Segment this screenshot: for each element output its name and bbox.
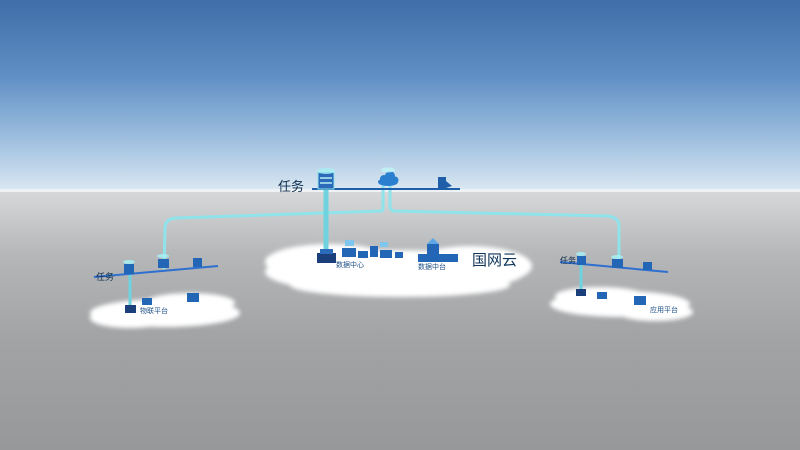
- network-links: [128, 184, 621, 310]
- right-antenna-icons: [576, 252, 623, 259]
- sky-background: [0, 0, 800, 191]
- small-label-3: 物联平台: [140, 308, 168, 315]
- right-device-cluster: [576, 256, 652, 305]
- small-label-4: 应用平台: [650, 307, 678, 314]
- cloud-icon: [378, 167, 399, 186]
- left-bus: [93, 265, 219, 278]
- left-device-cluster: [124, 258, 202, 313]
- right-platform: [550, 287, 693, 321]
- center-tower-base: [317, 249, 336, 263]
- left-antenna-icons: [123, 254, 169, 264]
- center-device-cluster: [342, 238, 458, 262]
- small-label-1: 数据中心: [336, 262, 364, 269]
- monitor-icon: [345, 240, 388, 247]
- task-label-left: 任务: [96, 272, 115, 282]
- task-label-right: 任务: [560, 256, 576, 265]
- satellite-icon: [438, 177, 452, 188]
- horizon-line: [0, 189, 800, 192]
- server-icon: [317, 168, 335, 190]
- small-label-2: 数据中台: [418, 264, 446, 271]
- cloud-caption: 国网云: [472, 252, 518, 269]
- task-label-main: 任务: [278, 179, 305, 194]
